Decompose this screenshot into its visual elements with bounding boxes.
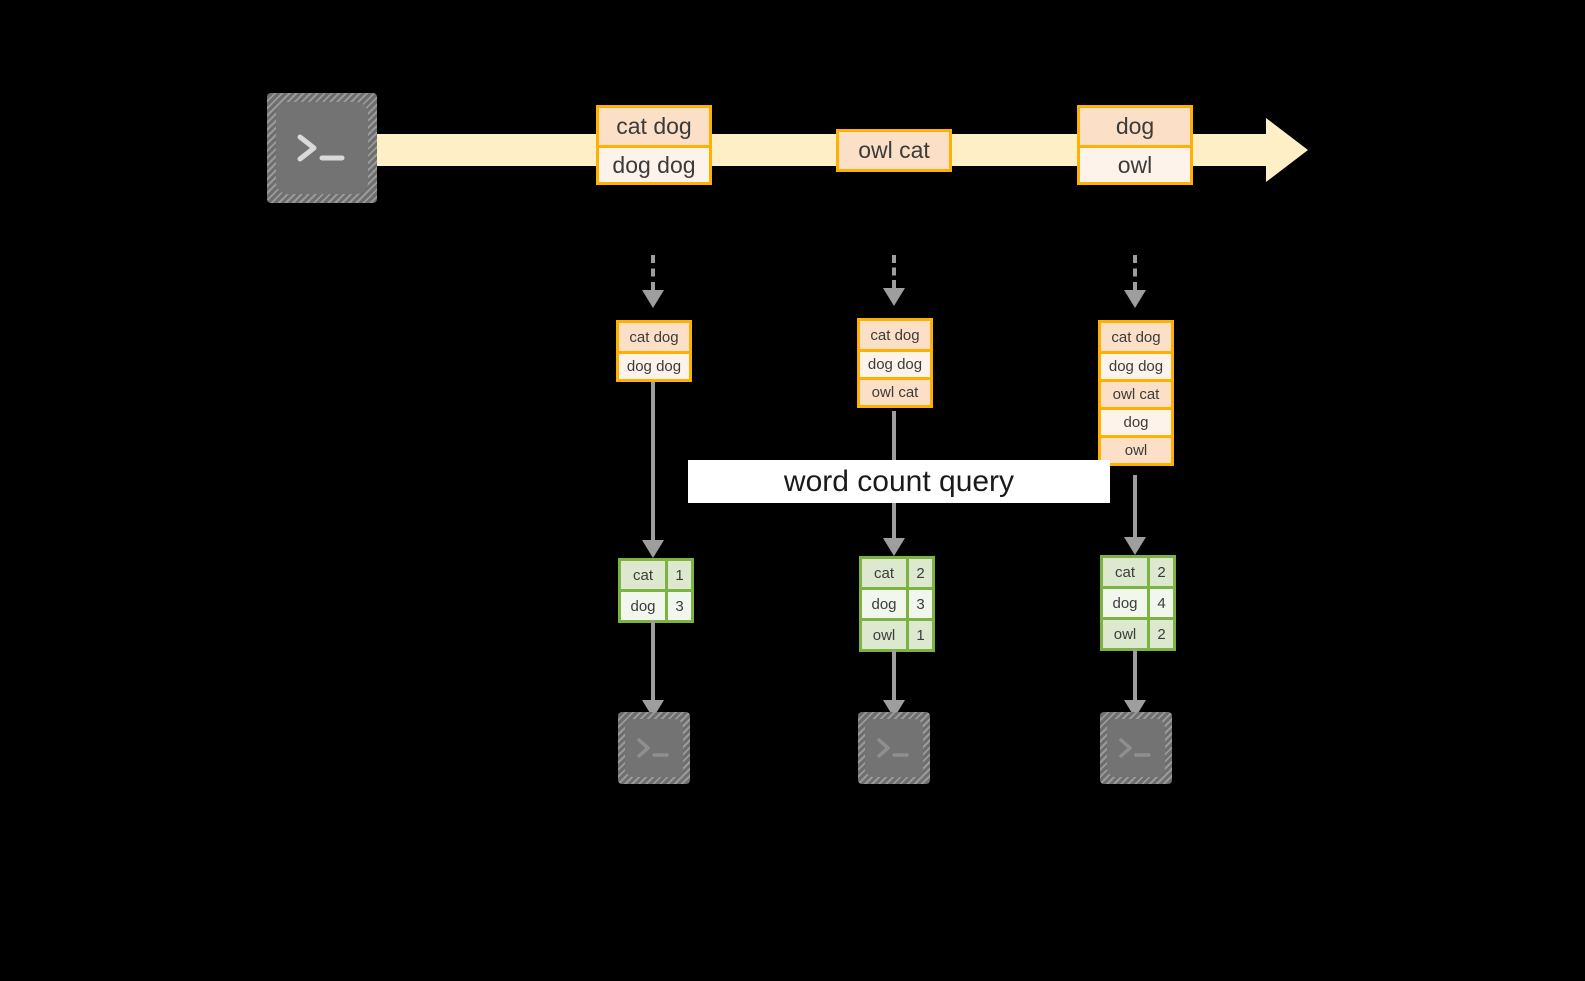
input-row: cat dog — [860, 321, 930, 349]
stream-to-table-connector-3 — [1133, 255, 1137, 290]
input-row: cat dog — [619, 323, 689, 351]
result-word: cat — [621, 561, 665, 589]
result-count: 3 — [665, 592, 691, 620]
result-word: owl — [862, 621, 906, 649]
result-count: 2 — [1147, 558, 1173, 586]
result-table-col-2[interactable]: cat 2 dog 3 owl 1 — [859, 556, 935, 652]
sink-terminal-icon-col-1[interactable] — [618, 712, 690, 784]
input-row: dog dog — [1101, 351, 1171, 379]
connector-arrowhead — [883, 288, 905, 306]
result-word: dog — [862, 590, 906, 618]
result-count: 4 — [1147, 589, 1173, 617]
table-to-result-connector-3 — [1133, 475, 1137, 537]
result-count: 3 — [906, 590, 932, 618]
terminal-prompt-glyph — [858, 712, 930, 784]
result-row: cat 2 — [1103, 558, 1173, 586]
result-table-col-3[interactable]: cat 2 dog 4 owl 2 — [1100, 555, 1176, 651]
input-row: dog dog — [860, 349, 930, 377]
icon-body — [625, 719, 683, 777]
stream-record: dog — [1080, 108, 1190, 145]
result-table-col-1[interactable]: cat 1 dog 3 — [618, 558, 694, 623]
result-row: dog 3 — [621, 589, 691, 620]
input-row: cat dog — [1101, 323, 1171, 351]
result-count: 1 — [665, 561, 691, 589]
query-label-band: word count query — [688, 460, 1110, 503]
input-table-col-3[interactable]: cat dog dog dog owl cat dog owl — [1098, 320, 1174, 466]
stream-record-group-3[interactable]: dog owl — [1077, 105, 1193, 185]
result-row: owl 1 — [862, 618, 932, 649]
stream-to-table-connector-2 — [892, 255, 896, 288]
stream-arrowhead — [1266, 118, 1308, 182]
stream-record: dog dog — [599, 145, 709, 182]
stream-to-table-connector-1 — [651, 255, 655, 290]
result-count: 2 — [1147, 620, 1173, 648]
connector-arrowhead — [642, 290, 664, 308]
input-row: owl cat — [860, 377, 930, 405]
stream-record-group-2[interactable]: owl cat — [836, 129, 952, 172]
result-to-sink-connector-3 — [1133, 649, 1137, 710]
result-row: owl 2 — [1103, 617, 1173, 648]
input-table-col-1[interactable]: cat dog dog dog — [616, 320, 692, 382]
stream-record-group-1[interactable]: cat dog dog dog — [596, 105, 712, 185]
result-word: dog — [1103, 589, 1147, 617]
sink-terminal-icon-col-2[interactable] — [858, 712, 930, 784]
table-to-result-connector-1 — [651, 382, 655, 540]
sink-terminal-icon-col-3[interactable] — [1100, 712, 1172, 784]
input-row: dog dog — [619, 351, 689, 379]
result-count: 1 — [906, 621, 932, 649]
connector-arrowhead — [1124, 290, 1146, 308]
icon-body — [865, 719, 923, 777]
result-word: owl — [1103, 620, 1147, 648]
result-row: dog 4 — [1103, 586, 1173, 617]
result-count: 2 — [906, 559, 932, 587]
input-row: owl — [1101, 435, 1171, 463]
input-row: owl cat — [1101, 379, 1171, 407]
result-word: cat — [862, 559, 906, 587]
result-row: cat 2 — [862, 559, 932, 587]
result-to-sink-connector-2 — [892, 650, 896, 710]
input-row: dog — [1101, 407, 1171, 435]
query-label-text: word count query — [783, 464, 1015, 498]
connector-arrowhead — [883, 538, 905, 556]
result-row: dog 3 — [862, 587, 932, 618]
terminal-prompt-glyph — [267, 93, 377, 203]
icon-body — [276, 102, 368, 194]
stream-record: owl — [1080, 145, 1190, 182]
stream-record: owl cat — [839, 132, 949, 169]
connector-arrowhead — [1124, 537, 1146, 555]
connector-arrowhead — [642, 540, 664, 558]
result-word: cat — [1103, 558, 1147, 586]
icon-body — [1107, 719, 1165, 777]
terminal-prompt-glyph — [1100, 712, 1172, 784]
result-word: dog — [621, 592, 665, 620]
input-table-col-2[interactable]: cat dog dog dog owl cat — [857, 318, 933, 408]
result-to-sink-connector-1 — [651, 620, 655, 710]
result-row: cat 1 — [621, 561, 691, 589]
source-terminal-icon[interactable] — [267, 93, 377, 203]
terminal-prompt-glyph — [618, 712, 690, 784]
stream-record: cat dog — [599, 108, 709, 145]
